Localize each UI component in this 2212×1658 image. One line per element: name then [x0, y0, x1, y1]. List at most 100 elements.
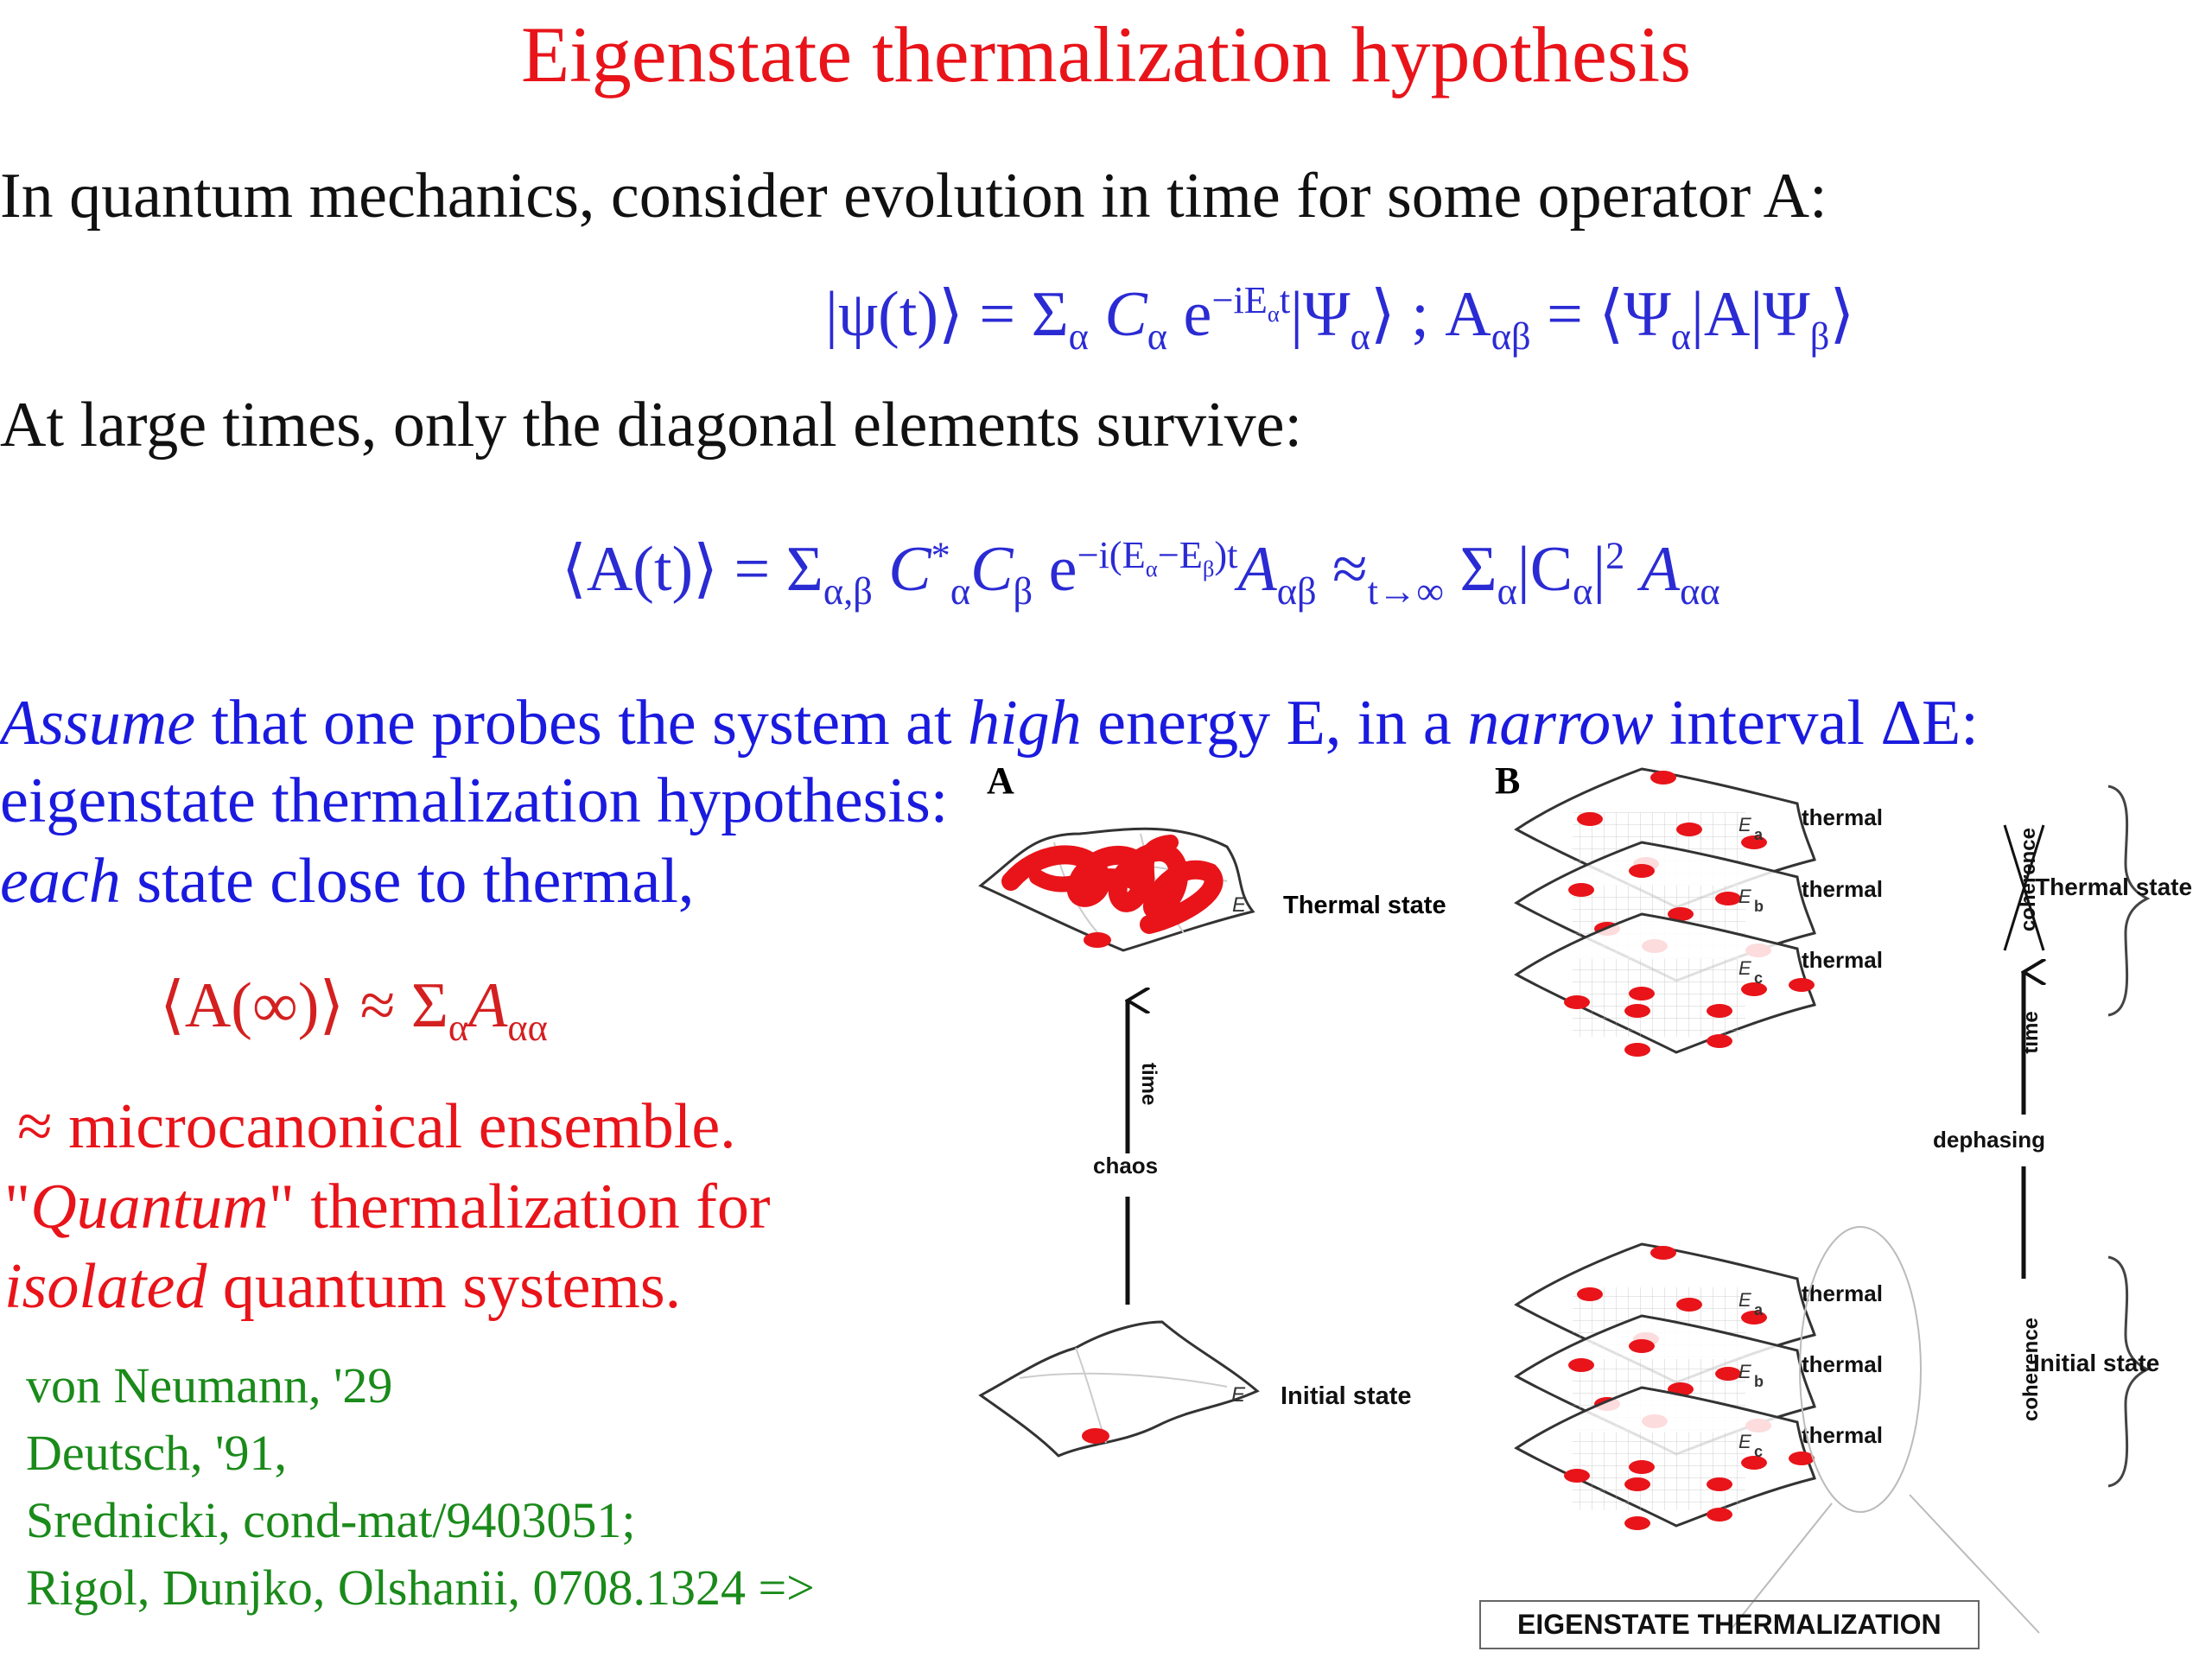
eq2-c: C	[872, 534, 931, 605]
energy-label-e: E	[1738, 1431, 1751, 1452]
assume-w6: interval ΔE:	[1653, 688, 1979, 759]
microcanonical-line: ≈ microcanonical ensemble.	[17, 1091, 736, 1162]
eq1-exp-t: t	[1279, 278, 1291, 322]
eq2-abssub: α	[1573, 569, 1593, 613]
eq1-end: ⟩	[1829, 279, 1855, 350]
eq3-a: A	[468, 970, 508, 1041]
slide-title: Eigenstate thermalization hypothesis	[520, 10, 1692, 98]
panel-a-label: A	[987, 759, 1014, 802]
assume-line: Assume that one probes the system at hig…	[0, 687, 1979, 760]
energy-label-e: E	[1738, 814, 1751, 835]
reference-item: Rigol, Dunjko, Olshanii, 0708.1324 =>	[26, 1560, 815, 1616]
eq2-lhs: ⟨A(t)⟩ = Σ	[562, 534, 823, 605]
references: von Neumann, '29 Deutsch, '91, Srednicki…	[26, 1352, 815, 1622]
assume-w3: high	[968, 688, 1082, 759]
assume-w2: that one probes the system at	[195, 688, 969, 759]
panel-b-label: B	[1495, 759, 1520, 802]
pointer-line	[1909, 1494, 2040, 1634]
eq1-ab: αβ	[1491, 314, 1531, 358]
eq2-asub: αβ	[1276, 569, 1317, 613]
eq1-sub: α	[1068, 314, 1089, 358]
eq2-exp2: −E	[1157, 533, 1203, 577]
energy-sub: c	[1754, 969, 1763, 987]
eq1-rhs-sub: α	[1670, 314, 1692, 358]
eq2-sum2sub: α	[1497, 569, 1517, 613]
eq2-bar: |	[1592, 534, 1606, 605]
each-line: each state close to thermal,	[0, 845, 694, 918]
figure-caption: EIGENSTATE THERMALIZATION	[1479, 1600, 1980, 1649]
equation-wavefunction: |ψ(t)⟩ = Σα Cα e−iEαt|Ψα⟩ ; Aαβ = ⟨Ψα|A|…	[825, 276, 1854, 359]
state-dot	[1084, 932, 1111, 948]
energy-label-e: E	[1738, 1289, 1751, 1311]
initial-state-label-a: Initial state	[1281, 1382, 1412, 1410]
eq2-exp3: )t	[1214, 533, 1238, 577]
eq1-exp-a: −iE	[1211, 278, 1268, 322]
eq2-limit: t→∞	[1367, 569, 1445, 613]
thermal-label: thermal	[1802, 1422, 1883, 1448]
panel-a-thermal-sheet: E	[978, 827, 1255, 952]
eq2-exp1: −i(E	[1077, 533, 1146, 577]
eq2-exp: −i(Eα−Eβ)t	[1077, 533, 1238, 581]
brace-bottom	[2107, 1255, 2151, 1488]
state-dot	[1082, 1428, 1109, 1444]
quantum-q2: Quantum	[30, 1172, 269, 1242]
energy-sub: b	[1754, 898, 1764, 915]
eq2-sum2: Σ	[1444, 534, 1497, 605]
thermal-state-label-a: Thermal state	[1283, 892, 1446, 919]
eq2-aa: αα	[1680, 569, 1720, 613]
thermal-label: thermal	[1802, 1280, 1883, 1306]
eq3-lhs: ⟨A(∞)⟩ ≈ Σ	[160, 970, 448, 1041]
eq1-e: e	[1167, 279, 1212, 350]
intro-text: In quantum mechanics, consider evolution…	[0, 161, 1827, 232]
coherence-label: coherence	[2019, 1318, 2043, 1421]
eq2-sumsub: α,β	[823, 569, 873, 613]
eq2-cb: C	[970, 534, 1014, 605]
eth-figure: A B E Thermal state time chaos E Initial…	[978, 759, 2192, 1634]
eq2-exp2-sub: β	[1202, 556, 1215, 582]
each-w2: state close to thermal,	[120, 846, 695, 917]
brace-top	[2107, 785, 2151, 1017]
eq1-lhs: |ψ(t)⟩ = Σ	[825, 279, 1069, 350]
eq2-a2: A	[1640, 534, 1681, 605]
equation-expectation: ⟨A(t)⟩ = Σα,β C*αCβ e−i(Eα−Eβ)tAαβ ≈t→∞ …	[562, 531, 1720, 613]
thermal-label: thermal	[1802, 804, 1883, 830]
reference-item: Srednicki, cond-mat/9403051;	[26, 1492, 636, 1548]
eq1-close: ⟩ ; A	[1370, 279, 1491, 350]
eq2-a: A	[1237, 534, 1277, 605]
initial-state-label-b: Initial state	[2033, 1350, 2159, 1376]
eq1-rhs2: |A|Ψ	[1691, 279, 1810, 350]
eq2-sq: 2	[1605, 533, 1625, 577]
eq2-abs: |C	[1516, 534, 1573, 605]
assume-w1: Assume	[0, 688, 196, 759]
eq1-rhs: = ⟨Ψ	[1530, 279, 1671, 350]
eq3-sub: α	[448, 1005, 469, 1049]
cross-line	[2003, 824, 2045, 951]
energy-label-e: E	[1232, 893, 1247, 917]
eq1-exp: −iEαt	[1211, 278, 1291, 327]
panel-b-initial-stack: E a E b E c thermal thermal thermal	[1514, 1242, 1883, 1530]
thermal-state-label-b: Thermal state	[2035, 873, 2192, 900]
thermal-label: thermal	[1802, 876, 1883, 902]
eth-line: eigenstate thermalization hypothesis:	[0, 765, 949, 836]
highlight-ellipse	[1799, 1226, 1922, 1513]
energy-label-e: E	[1738, 1361, 1751, 1382]
energy-label-e: E	[1738, 957, 1751, 979]
pointer-line	[1727, 1502, 1833, 1634]
energy-label-e: E	[1231, 1383, 1246, 1407]
eq3-aa: αα	[507, 1005, 548, 1049]
eq1-c: C	[1104, 279, 1147, 350]
thermal-label: thermal	[1802, 1351, 1883, 1377]
eq2-csub: α	[950, 569, 971, 613]
panel-b-thermal-stack: E a E b E c thermal thermal thermal	[1514, 767, 1883, 1057]
energy-sub: c	[1754, 1443, 1763, 1460]
isolated-line: isolated quantum systems.	[4, 1250, 681, 1324]
equation-infinity: ⟨A(∞)⟩ ≈ ΣαAαα	[160, 968, 548, 1050]
eq1-ket: |Ψ	[1290, 279, 1351, 350]
isolated-w2: quantum systems.	[207, 1251, 682, 1322]
quantum-q1: "	[4, 1172, 31, 1242]
reference-item: von Neumann, '29	[26, 1357, 393, 1413]
energy-sub: b	[1754, 1373, 1764, 1390]
eq2-approx: ≈	[1316, 534, 1368, 605]
eq2-e: e	[1033, 534, 1077, 605]
eq2-cbsub: β	[1013, 569, 1033, 613]
